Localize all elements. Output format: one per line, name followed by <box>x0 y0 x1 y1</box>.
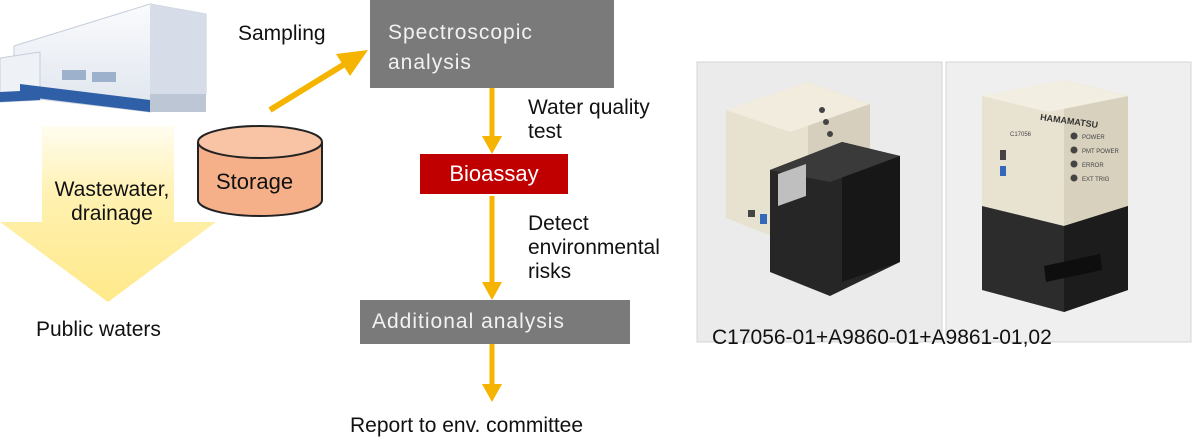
wastewater-down-arrow <box>0 126 216 302</box>
spectroscopic-label-line2: analysis <box>388 51 472 74</box>
device-indicator-list: POWER PMT POWER ERROR EXT TRIG <box>1082 131 1119 187</box>
sampling-arrow <box>268 50 368 113</box>
indicator-label-power: POWER <box>1082 135 1105 141</box>
detect-line3: risks <box>528 260 572 283</box>
detect-line2: environmental <box>528 236 660 259</box>
storage-cylinder <box>197 125 323 217</box>
water-quality-test-label: Water quality test <box>528 96 650 144</box>
additional-analysis-box: Additional analysis <box>360 300 630 344</box>
spectroscopic-label-line1: Spectroscopic <box>388 21 533 44</box>
flow-arrow-bioassay-to-additional <box>482 196 502 300</box>
wastewater-drainage-label: Wastewater, drainage <box>42 178 182 226</box>
detect-risks-label: Detect environmental risks <box>528 212 660 284</box>
report-label: Report to env. committee <box>350 414 584 437</box>
storage-label: Storage <box>216 169 294 194</box>
water-quality-line1: Water quality <box>528 96 650 119</box>
bioassay-label: Bioassay <box>449 161 539 186</box>
indicator-label-error: ERROR <box>1082 163 1104 169</box>
public-waters-label: Public waters <box>36 318 161 341</box>
device-model-label: C17056 <box>1010 132 1032 138</box>
flow-arrow-spectro-to-bioassay <box>482 88 502 154</box>
indicator-label-pmt-power: PMT POWER <box>1082 149 1119 155</box>
bioassay-box: Bioassay <box>420 154 568 194</box>
wastewater-line2: drainage <box>71 202 153 225</box>
wastewater-line1: Wastewater, <box>54 178 170 201</box>
additional-analysis-label: Additional analysis <box>372 310 565 333</box>
product-code-label: C17056-01+A9860-01+A9861-01,02 <box>712 326 1052 349</box>
factory-building-icon <box>0 3 207 113</box>
flow-arrow-additional-to-report <box>482 344 502 402</box>
sampling-label: Sampling <box>238 22 326 45</box>
spectroscopic-analysis-box: Spectroscopic analysis <box>370 0 614 88</box>
detect-line1: Detect <box>528 212 589 235</box>
device-photo-right <box>945 61 1192 343</box>
water-quality-line2: test <box>528 120 562 143</box>
indicator-label-ext-trig: EXT TRIG <box>1082 177 1110 183</box>
device-photo-left <box>696 61 943 343</box>
